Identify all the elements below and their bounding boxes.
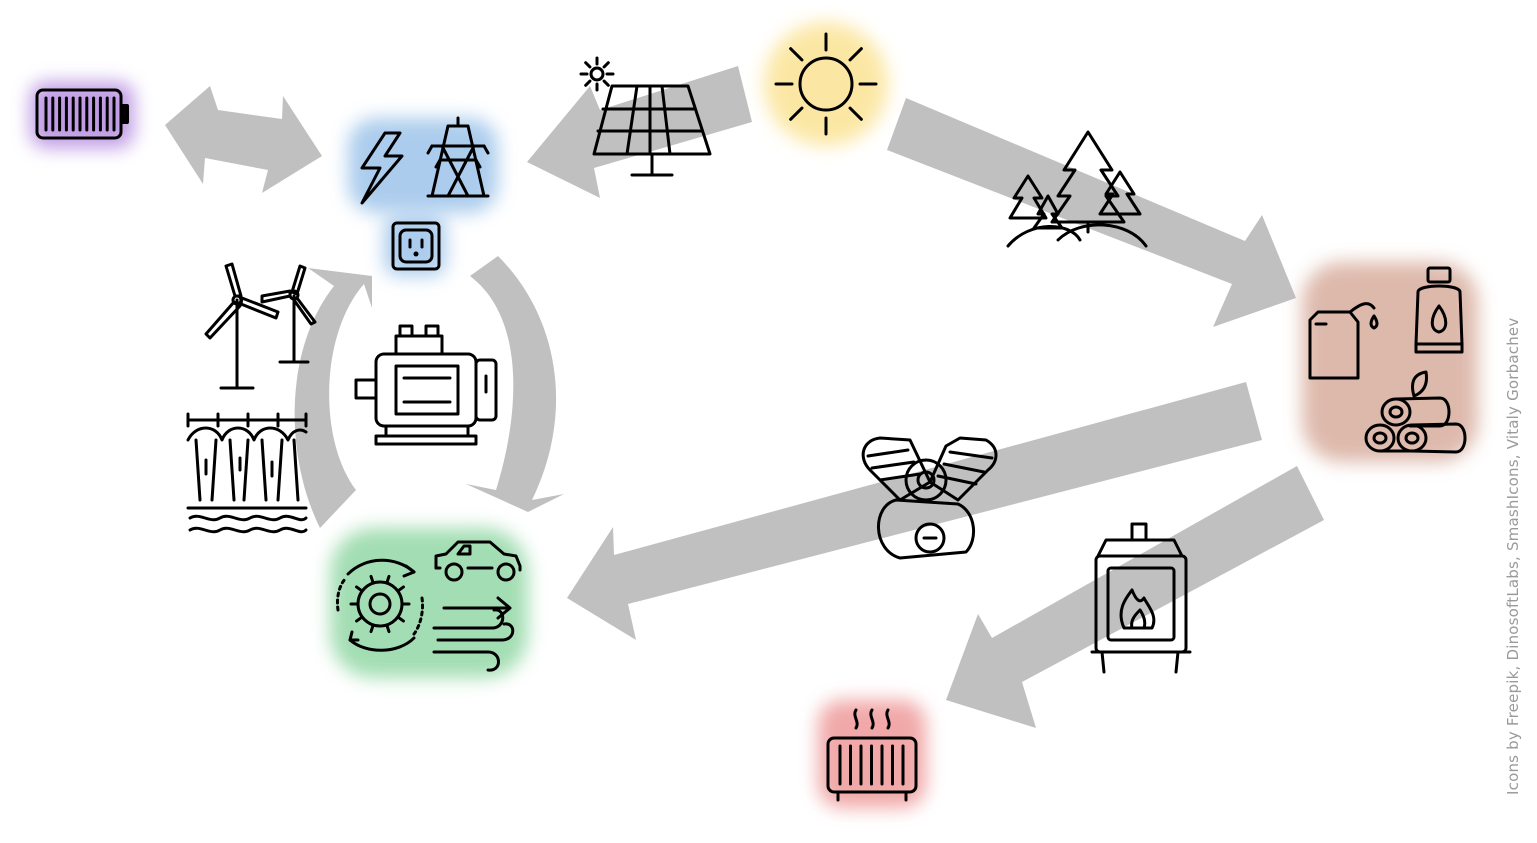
grid-glow xyxy=(348,118,498,213)
car-icon xyxy=(434,540,522,582)
grid-to-applications-arc xyxy=(466,256,564,512)
lightning-icon xyxy=(360,131,404,205)
icon-credit: Icons by Freepik, DinosoftLabs, SmashIco… xyxy=(1504,317,1522,795)
sun-icon xyxy=(774,32,878,136)
power-tower-icon xyxy=(426,116,490,198)
hydro-dam-icon xyxy=(186,412,308,534)
battery-icon xyxy=(35,88,129,140)
gas-cylinder-icon xyxy=(1414,266,1464,354)
radiator-icon xyxy=(826,708,918,802)
battery-grid-double-arrow xyxy=(165,86,322,193)
gear-cycle-icon xyxy=(336,558,424,652)
fuels-to-applications-arrow xyxy=(567,382,1262,640)
stove-icon xyxy=(1090,522,1192,674)
solar-panel-icon xyxy=(579,56,712,177)
fuel-canister-icon xyxy=(1308,302,1379,380)
forest-icon xyxy=(1006,130,1148,248)
power-outlet-icon xyxy=(391,221,441,271)
wind-icon xyxy=(432,608,515,672)
renewables-to-grid-arc xyxy=(294,268,372,528)
fuels-glow xyxy=(1302,262,1478,462)
firewood-icon xyxy=(1364,370,1467,454)
electric-motor-icon xyxy=(354,324,498,446)
engine-icon xyxy=(861,436,998,560)
wind-turbine-icon xyxy=(204,262,317,390)
sun-to-fuels-arrow xyxy=(887,98,1296,327)
